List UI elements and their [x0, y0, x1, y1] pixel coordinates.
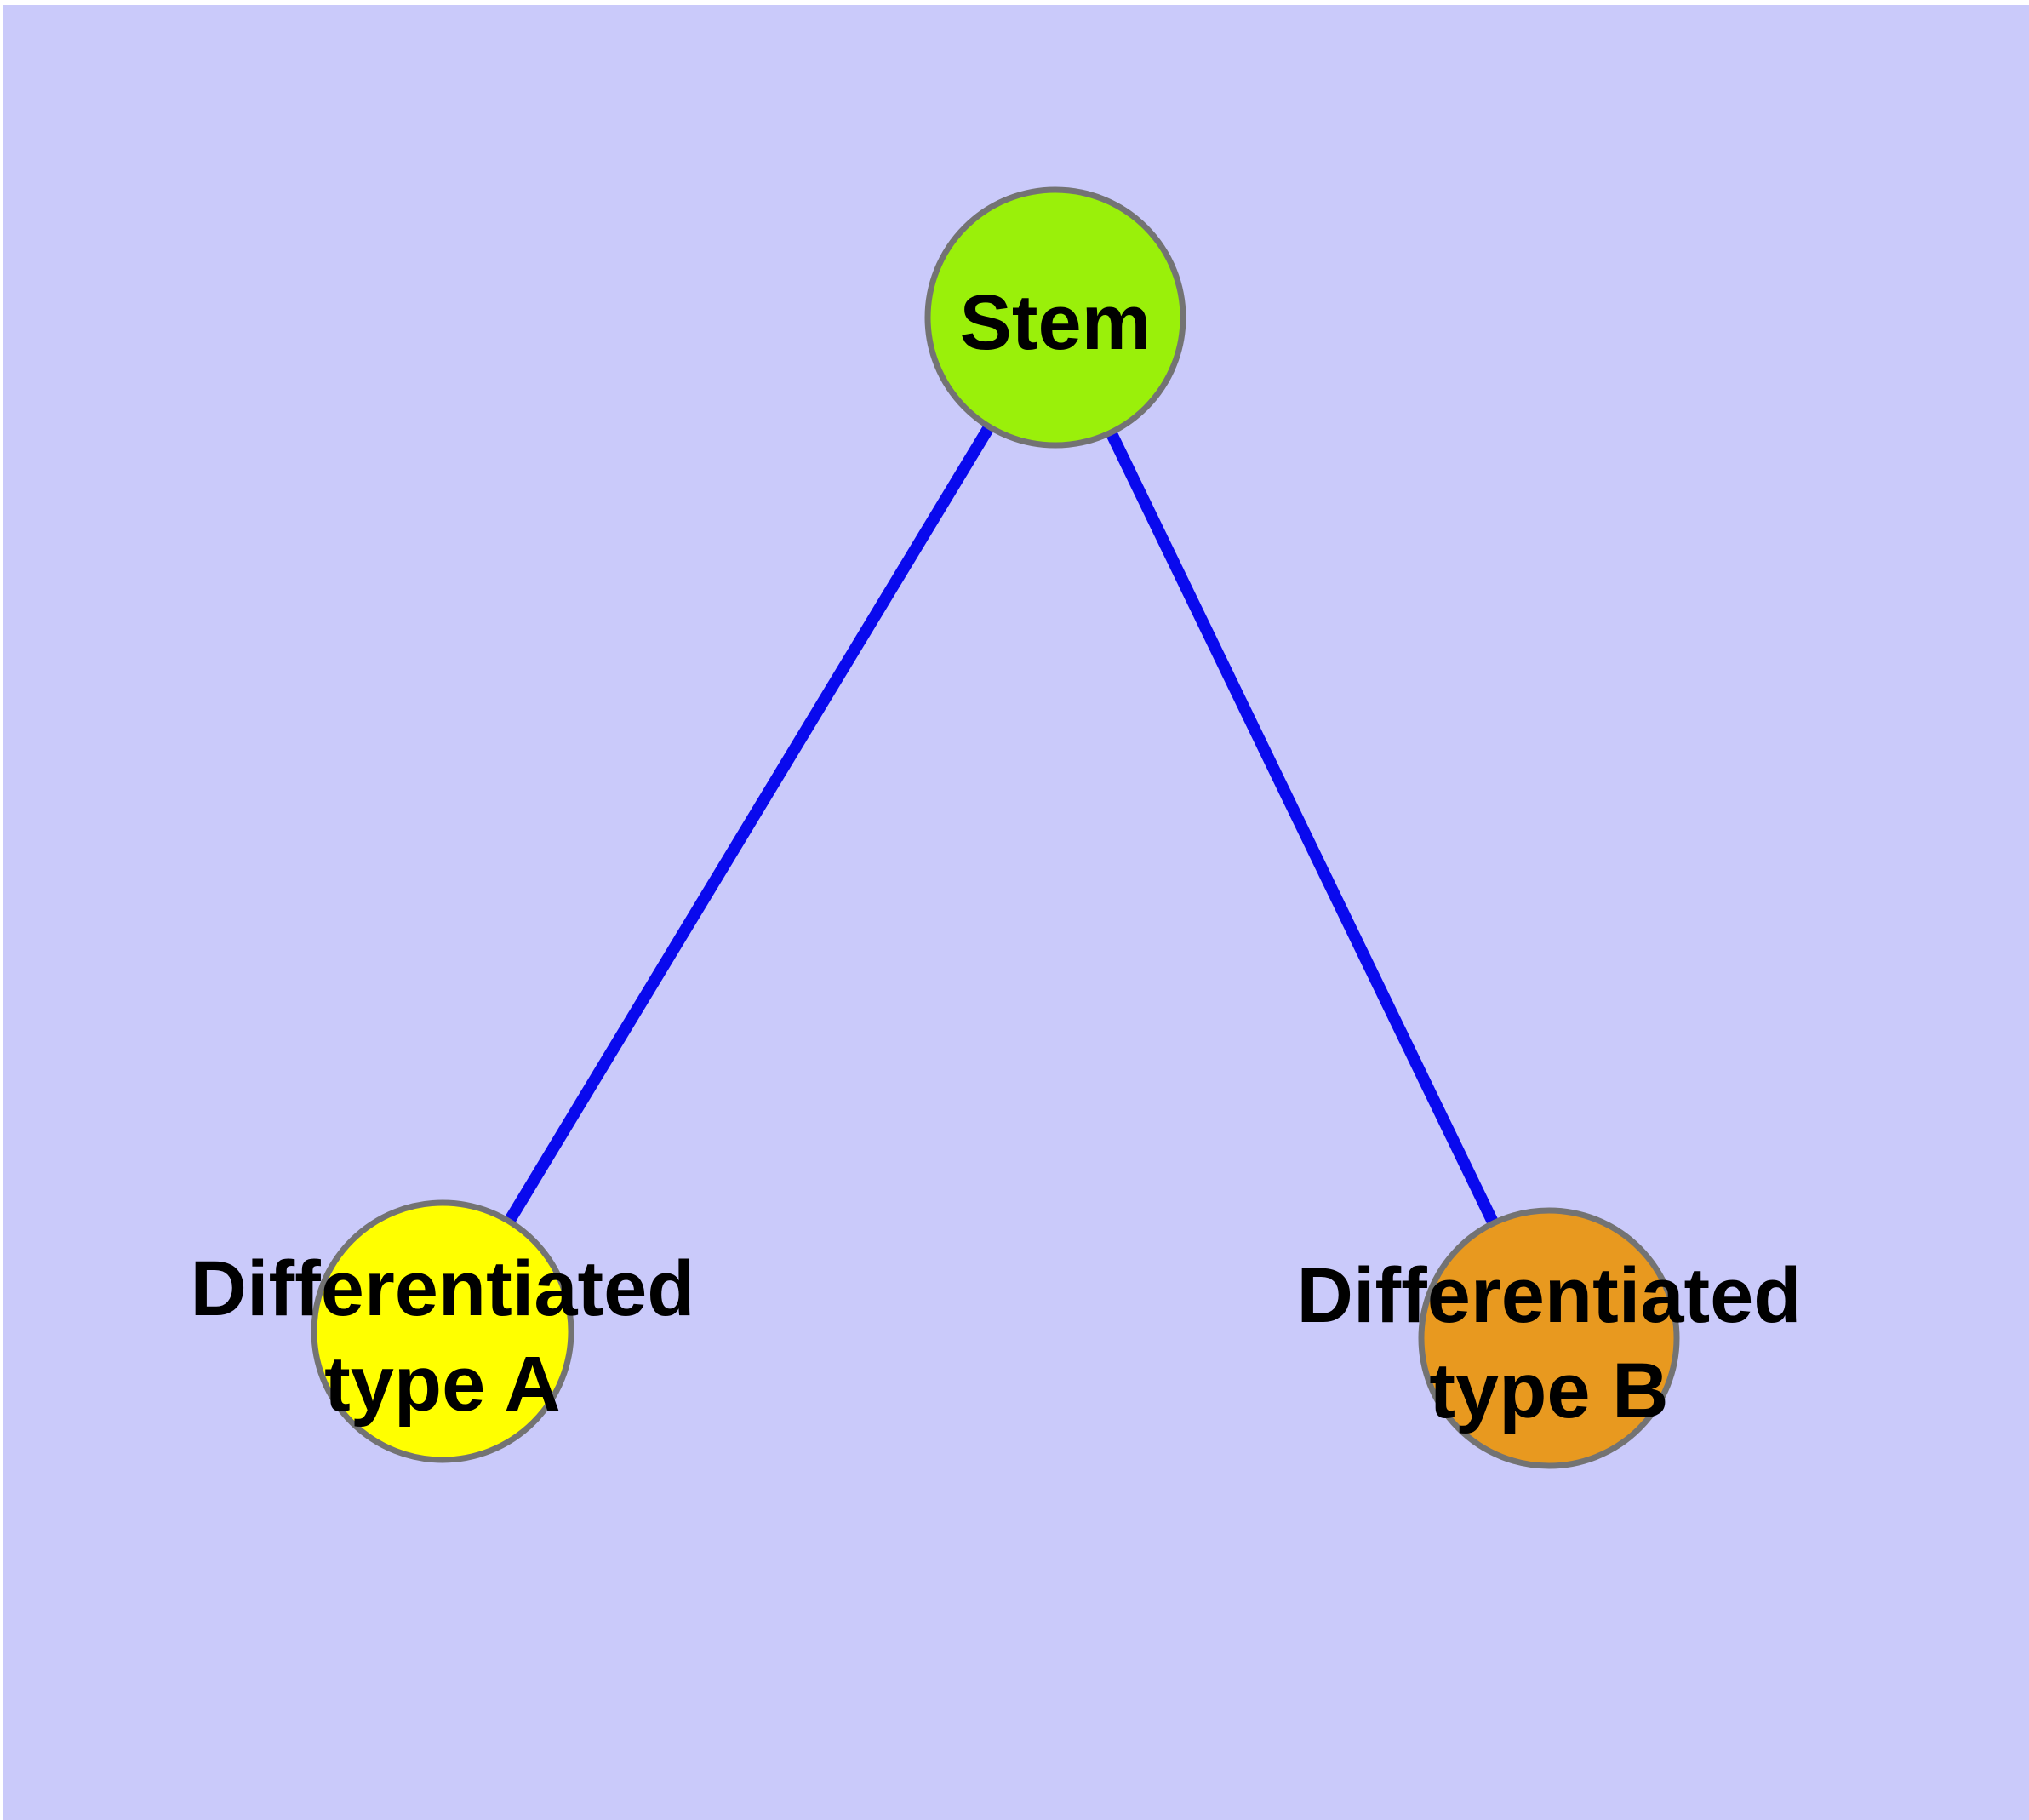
node-differentiated-type-a-circle	[311, 1199, 574, 1463]
edge-stem-to-type-b	[1049, 314, 1555, 1342]
node-differentiated-type-a: Differentiated type A	[191, 1199, 695, 1463]
node-stem-circle	[924, 186, 1186, 449]
node-stem: Stem	[924, 186, 1186, 449]
node-differentiated-type-b-circle	[1418, 1207, 1680, 1469]
edge-stem-to-type-a	[437, 314, 1060, 1335]
node-differentiated-type-a-label-line1: Differentiated	[191, 1245, 695, 1332]
node-differentiated-type-a-label-line2: type A	[324, 1341, 561, 1428]
node-differentiated-type-b-label-line2: type B	[1429, 1348, 1668, 1434]
node-differentiated-type-b-label-line1: Differentiated	[1297, 1252, 1802, 1339]
node-differentiated-type-b: Differentiated type B	[1297, 1207, 1802, 1469]
node-stem-label: Stem	[960, 279, 1152, 366]
